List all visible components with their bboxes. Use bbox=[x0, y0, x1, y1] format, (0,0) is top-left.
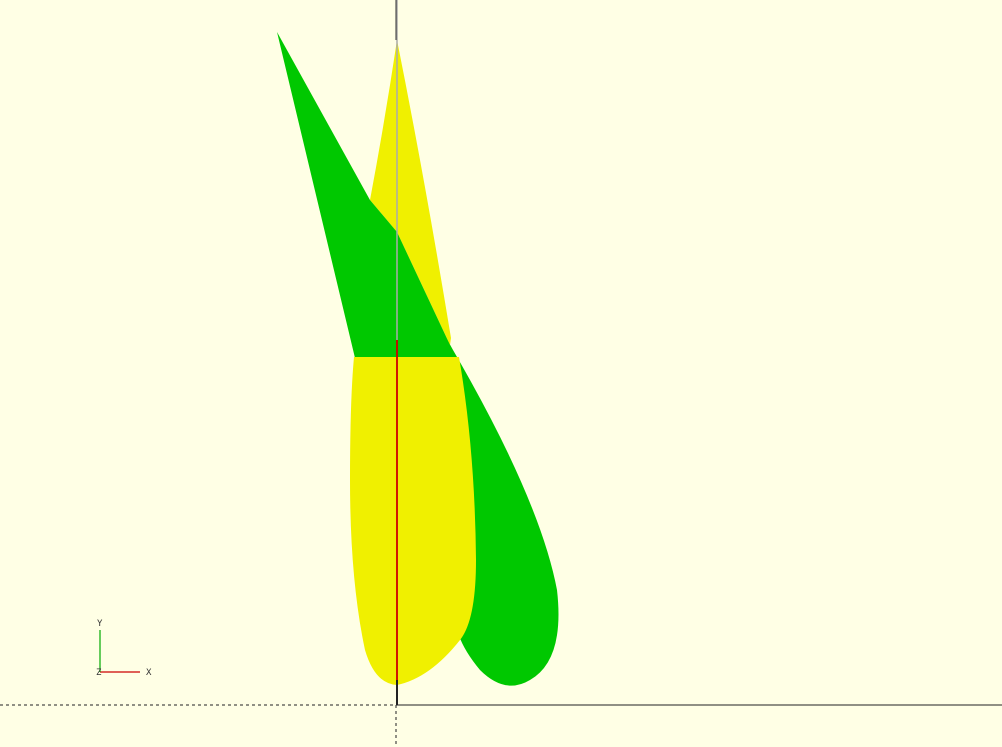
model-front-face bbox=[350, 357, 476, 685]
gizmo-z-label: Z bbox=[96, 668, 102, 678]
gizmo-x-label: X bbox=[146, 668, 152, 678]
model-upper-blade bbox=[370, 40, 451, 345]
model-side-face-overlap bbox=[355, 200, 452, 358]
gizmo-y-label: Y bbox=[97, 619, 103, 629]
axis-gizmo: X Y Z bbox=[96, 619, 152, 678]
